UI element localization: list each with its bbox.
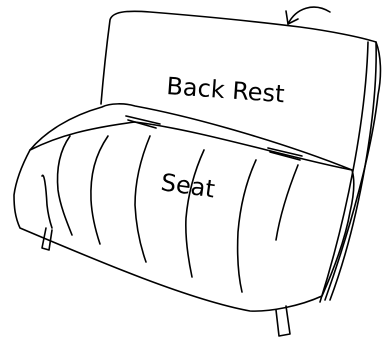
back-rest-label: Back Rest — [166, 72, 286, 108]
seat-fold-line — [238, 160, 256, 292]
seat-fold-line — [186, 150, 204, 277]
seat-cushion — [14, 104, 354, 311]
right-leg — [276, 306, 290, 336]
back-rest-side — [320, 42, 376, 302]
seat-fold-line — [276, 165, 298, 240]
seat-label: Seat — [159, 168, 216, 203]
seat-fold-line — [135, 136, 150, 262]
seat-top-edge — [30, 122, 352, 170]
seat-fold-line — [58, 136, 73, 235]
seat-fold-line — [91, 136, 108, 244]
seat-fold-line — [42, 175, 52, 228]
